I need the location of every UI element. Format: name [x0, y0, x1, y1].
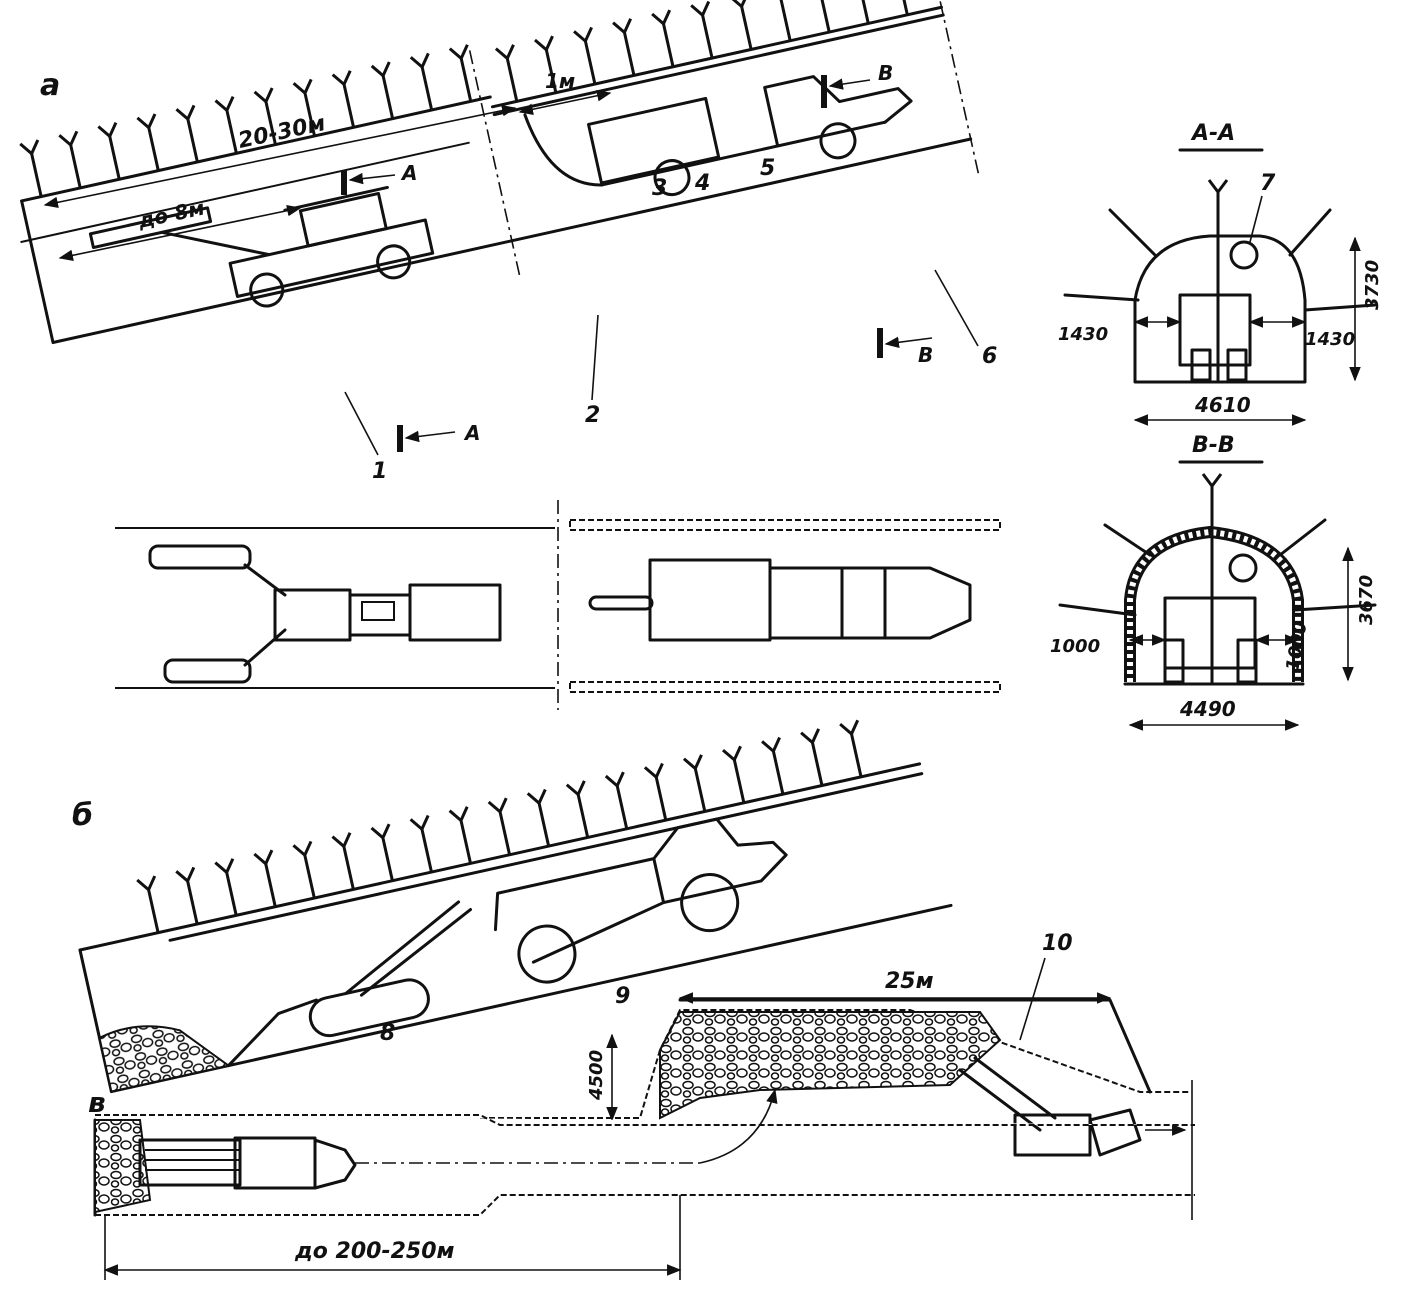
- part-c-plan-and-stope: в 25м 4500 10: [88, 931, 1195, 1280]
- aa-height: 3730: [1362, 260, 1383, 310]
- aa-base: 4610: [1194, 393, 1251, 417]
- bb-height: 3670: [1356, 575, 1377, 625]
- dim-4500: 4500: [586, 1050, 607, 1101]
- cross-section-b-b: В-В 1000 1000 3670 4490: [1050, 433, 1377, 731]
- part-a-longitudinal-section: а: [18, 0, 997, 484]
- section-mark-b-top: В: [821, 61, 893, 108]
- label-part-b: б: [72, 798, 93, 833]
- part-a-plan-view-rig: [115, 500, 559, 710]
- section-mark-b-bottom: В: [877, 328, 933, 367]
- callout-5: 5: [760, 156, 775, 181]
- service-truck: [523, 75, 913, 197]
- callout-6: 6: [982, 344, 997, 369]
- dim-1m: 1м: [545, 69, 575, 93]
- callout-10: 10: [1042, 931, 1073, 956]
- bb-base: 4490: [1179, 697, 1236, 721]
- svg-text:А: А: [463, 421, 480, 445]
- part-a-drift: [18, 0, 980, 344]
- part-b-loading-section: б: [72, 718, 953, 1094]
- dim-200-250m: до 200-250м: [294, 1239, 455, 1264]
- dim-up-to-8m: до 8м: [135, 195, 207, 233]
- svg-text:А: А: [400, 161, 417, 185]
- section-bb-title: В-В: [1192, 433, 1235, 458]
- aa-width-left: 1430: [1058, 324, 1108, 345]
- dump-truck: [493, 817, 788, 984]
- cross-section-a-a: А-А 1430 1430 3730 4610 7: [1058, 121, 1383, 426]
- label-part-a: а: [40, 68, 60, 103]
- label-part-c: в: [88, 1086, 106, 1119]
- callout-2: 2: [585, 403, 600, 428]
- part-a-plan-view-truck: [569, 519, 1001, 693]
- dim-20-30m: 20-30м: [236, 111, 328, 154]
- plan-loader: [138, 1136, 357, 1190]
- callout-7: 7: [1260, 171, 1276, 196]
- dim-25m: 25м: [885, 969, 934, 994]
- loader-machine: [227, 900, 472, 1068]
- svg-text:В: В: [918, 343, 933, 367]
- stope-loader: [958, 1056, 1187, 1157]
- aa-width-right: 1430: [1305, 329, 1355, 350]
- section-aa-title: А-А: [1190, 121, 1235, 146]
- callout-9: 9: [615, 984, 630, 1009]
- bb-width-left: 1000: [1050, 636, 1100, 657]
- callout-4: 4: [694, 171, 710, 196]
- section-mark-a-bottom: А: [397, 421, 480, 452]
- section-mark-a-top: А: [341, 161, 417, 195]
- callout-3: 3: [652, 176, 667, 201]
- callout-1: 1: [372, 459, 387, 484]
- callout-8: 8: [380, 1021, 395, 1046]
- bb-width-right: 1000: [1282, 620, 1311, 673]
- svg-text:В: В: [878, 61, 893, 85]
